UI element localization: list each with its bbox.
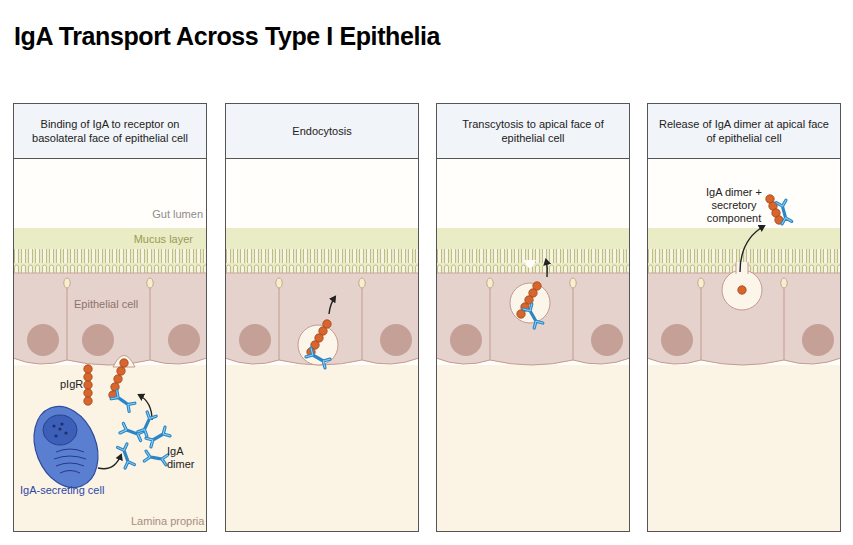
part-label: IgA dimer + secretory component <box>698 186 770 225</box>
panel-1-illustration <box>84 365 92 373</box>
panel-3-illustration <box>523 304 543 328</box>
panel-1-illustration <box>98 455 121 469</box>
part-label: IgA-secreting cell <box>20 484 130 497</box>
iga-secreting-cell <box>64 431 67 434</box>
diagram-title: IgA Transport Across Type I Epithelia <box>14 22 440 51</box>
panel-3-illustration <box>546 260 547 277</box>
panel-1-illustration <box>84 381 92 389</box>
tissue-panel-4 <box>647 158 841 532</box>
step-heading: Transcytosis to apical face of epithelia… <box>447 117 619 145</box>
panel-1-illustration <box>82 324 114 356</box>
iga-secreting-cell <box>52 424 55 427</box>
panel-1-illustration <box>138 412 156 436</box>
panel-4-illustration <box>738 286 746 294</box>
panel-1-illustration <box>84 373 92 381</box>
panel-4-illustration <box>776 200 791 224</box>
step-heading: Endocytosis <box>292 124 351 138</box>
step-header: Release of IgA dimer at apical face of e… <box>648 104 840 159</box>
step-header: Endocytosis <box>226 104 418 159</box>
step-header: Binding of IgA to receptor on basolatera… <box>14 104 206 159</box>
panel-1-illustration <box>146 427 170 447</box>
panel-4-illustration <box>736 262 748 274</box>
tissue-panel-1 <box>13 158 207 532</box>
step-heading: Release of IgA dimer at apical face of e… <box>658 117 830 145</box>
panel-4-illustration <box>740 226 764 272</box>
step-header: Transcytosis to apical face of epithelia… <box>437 104 629 159</box>
panel-3-illustration <box>524 260 536 268</box>
step-panel: Endocytosis <box>225 103 419 532</box>
region-label: Epithelial cell <box>74 298 164 311</box>
step-panel: Transcytosis to apical face of epithelia… <box>436 103 630 532</box>
iga-secreting-cell <box>22 397 109 497</box>
panel-2-illustration <box>329 297 335 314</box>
iga-secreting-cell <box>22 397 109 497</box>
step-panel: Release of IgA dimer at apical face of e… <box>647 103 841 532</box>
step-heading: Binding of IgA to receptor on basolatera… <box>24 117 196 145</box>
panel-2-illustration <box>298 297 338 368</box>
panel-1-illustration <box>114 375 122 383</box>
region-label: Lamina propria <box>131 515 207 528</box>
region-label: Mucus layer <box>90 233 193 246</box>
panel-4-illustration <box>736 262 748 274</box>
panel-2-illustration <box>306 348 330 368</box>
iga-secreting-cell <box>60 422 63 425</box>
panel-1-illustration <box>22 324 170 497</box>
iga-secreting-cell <box>54 434 57 437</box>
tissue-panel-3 <box>436 158 630 532</box>
panel-1-illustration <box>111 391 135 412</box>
panel-1-illustration <box>120 359 128 367</box>
panel-1-illustration <box>84 397 92 405</box>
part-label: pIgR <box>60 378 90 391</box>
iga-secreting-cell <box>54 449 86 473</box>
panel-1-illustration <box>113 356 135 368</box>
panel-3-illustration <box>510 260 550 328</box>
panel-1-illustration <box>144 451 167 465</box>
iga-secreting-cell <box>58 427 61 430</box>
panel-1-illustration <box>117 367 125 375</box>
iga-secreting-cell <box>43 415 77 445</box>
part-label: IgA dimer <box>167 445 199 471</box>
panel-3-illustration <box>517 310 525 318</box>
tissue-panel-2 <box>225 158 419 532</box>
panel-1-illustration <box>84 389 92 397</box>
panel-3-illustration <box>510 283 550 323</box>
region-label: Gut lumen <box>100 208 203 221</box>
panel-4-illustration <box>722 270 762 310</box>
